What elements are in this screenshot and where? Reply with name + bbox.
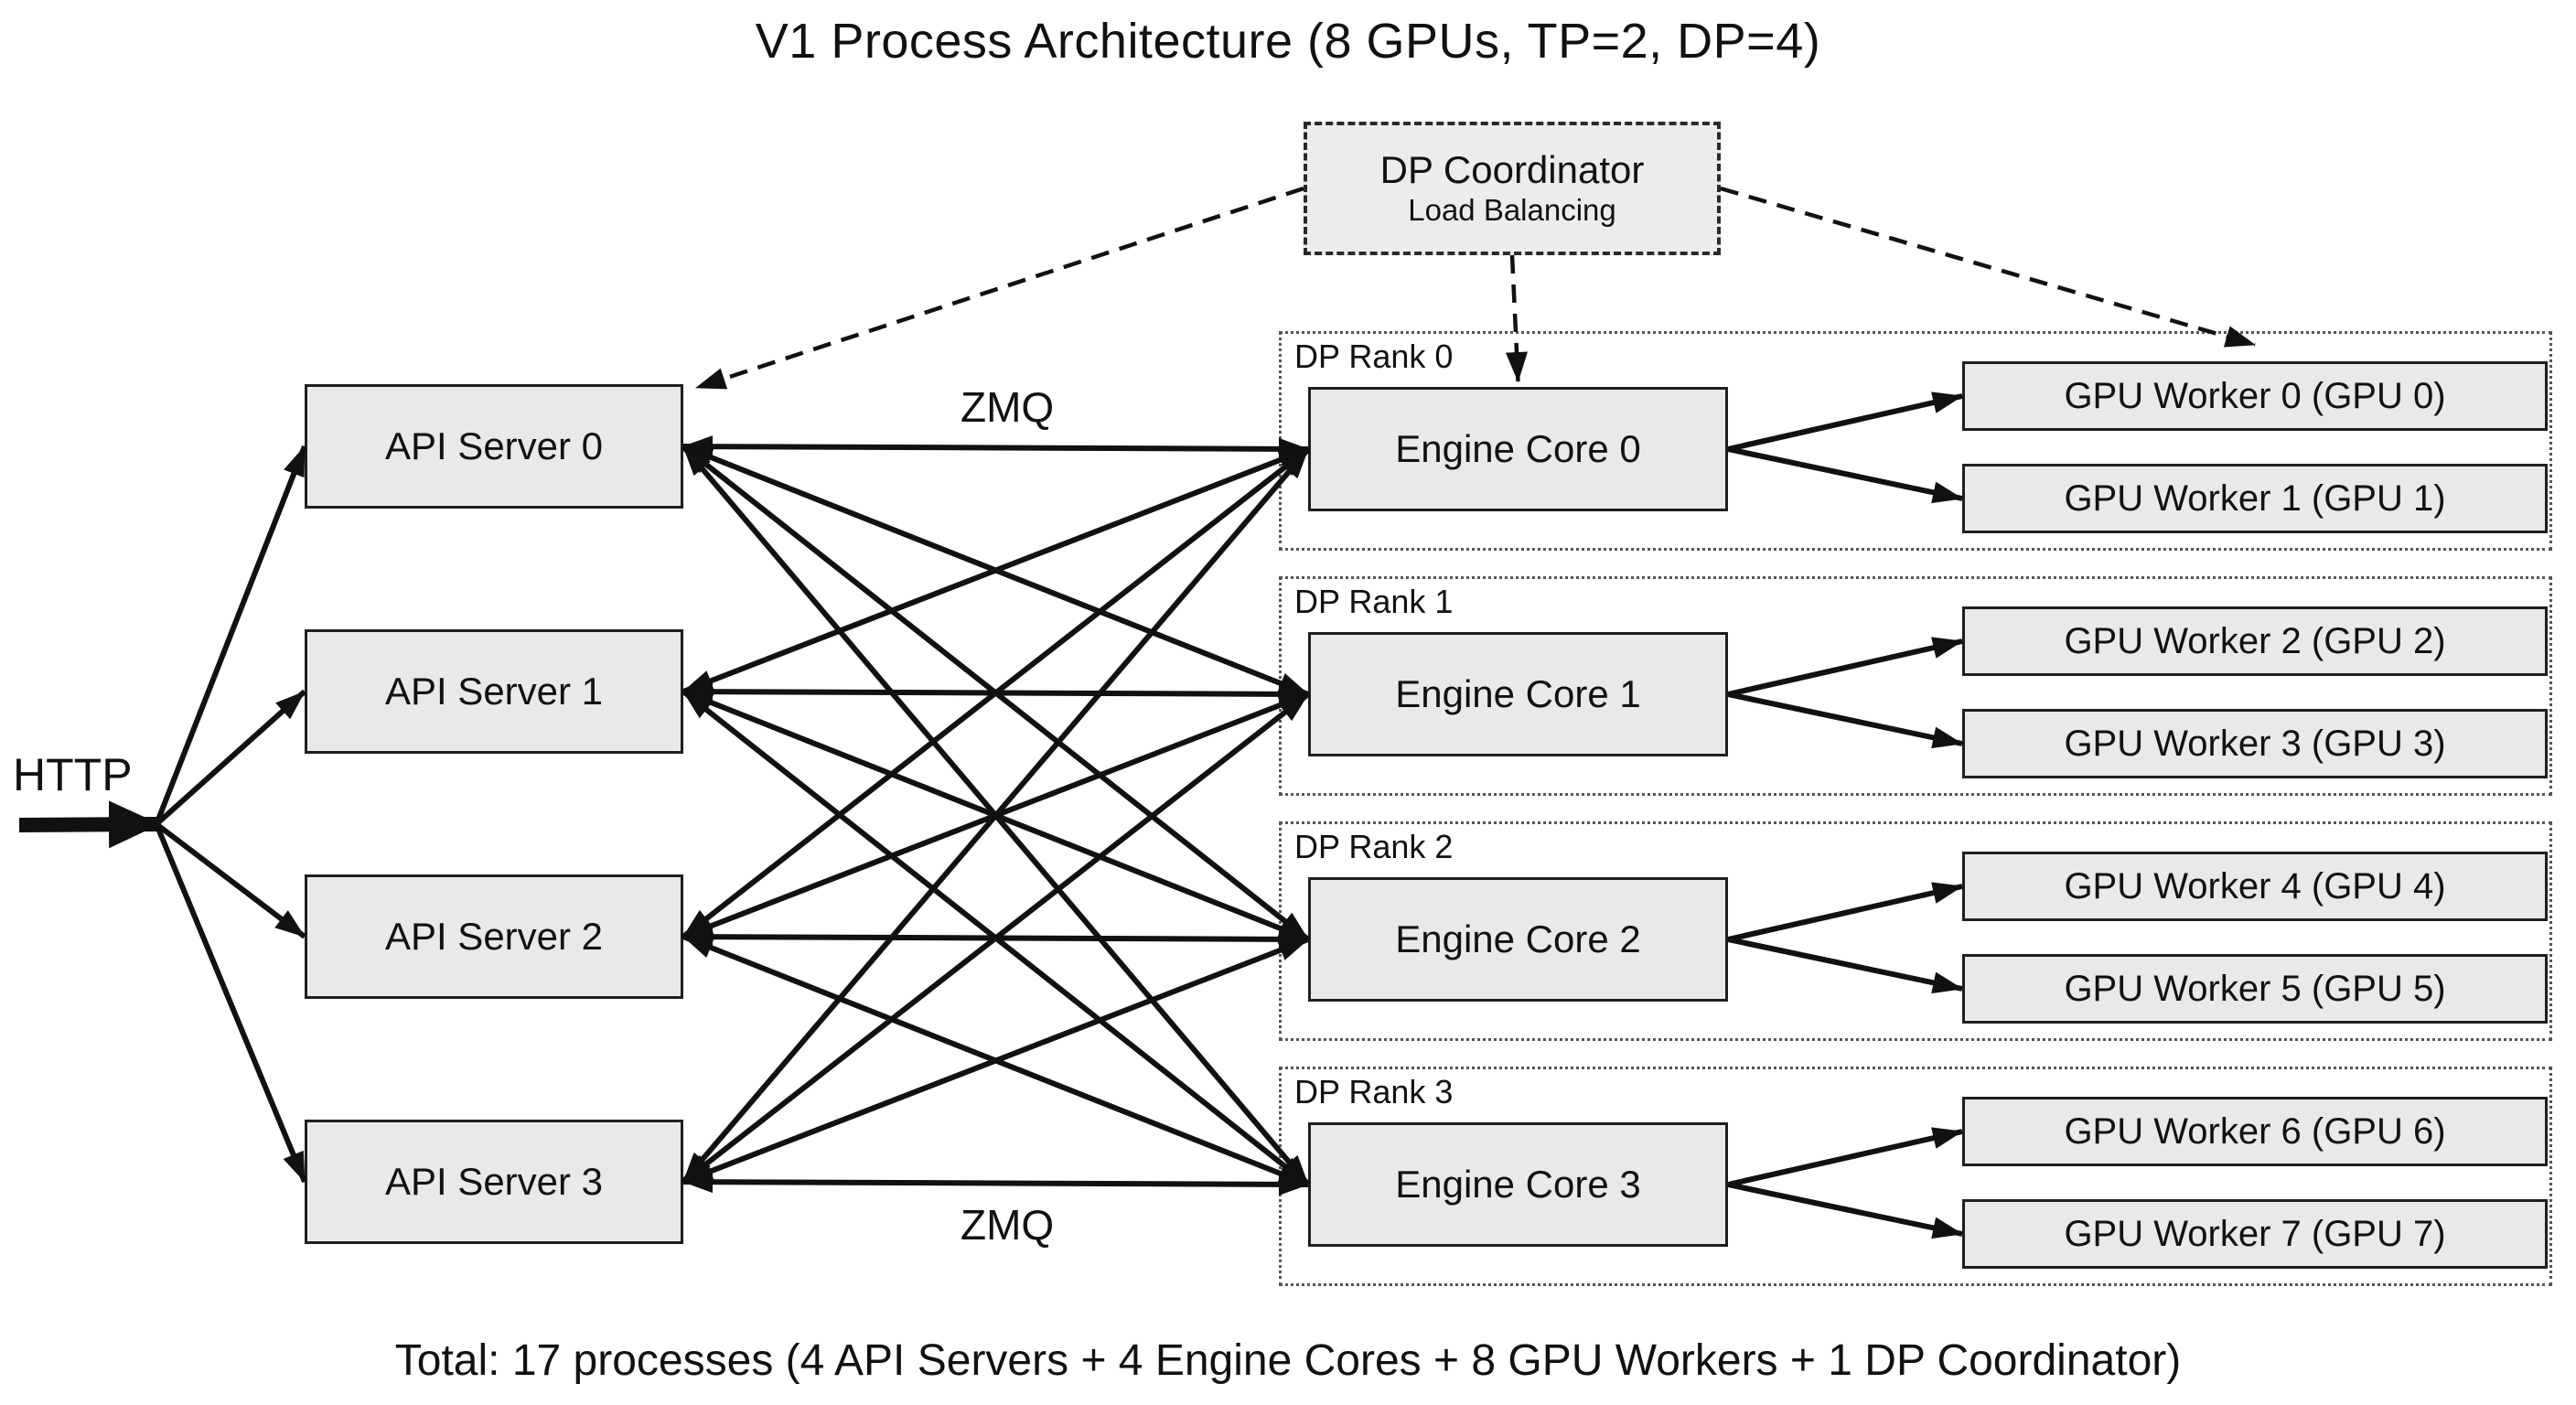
dp-rank-3-container: DP Rank 3 Engine Core 3 GPU Worker 6 (GP… (1279, 1067, 2552, 1286)
http-arrow-start (18, 824, 20, 826)
edge-arrow-line (154, 689, 307, 827)
edge-double-line (682, 934, 1310, 1187)
gpu-worker-1-box: GPU Worker 1 (GPU 1) (1962, 464, 2548, 533)
gpu-worker-5-box: GPU Worker 5 (GPU 5) (1962, 954, 2548, 1024)
dp-rank-1-container: DP Rank 1 Engine Core 1 GPU Worker 2 (GP… (1279, 576, 2552, 796)
engine-core-1-box: Engine Core 1 (1308, 632, 1728, 756)
gpu-worker-0-box: GPU Worker 0 (GPU 0) (1962, 361, 2548, 431)
dp-rank-2-container: DP Rank 2 Engine Core 2 GPU Worker 4 (GP… (1279, 821, 2552, 1041)
edge-double-line (682, 435, 1309, 460)
edge-double-line (682, 692, 1310, 1185)
edge-double-line (681, 445, 1311, 1186)
dp-coordinator-box: DP Coordinator Load Balancing (1304, 122, 1721, 255)
edge-double-line (682, 926, 1309, 950)
edge-double-line (682, 444, 1310, 697)
edge-arrow-line (154, 445, 307, 826)
edge-thick-line (18, 800, 160, 849)
edge-double-line (682, 444, 1310, 942)
gpu-worker-6-box: GPU Worker 6 (GPU 6) (1962, 1097, 2548, 1166)
edge-double-line (682, 446, 1310, 694)
gpu-worker-4-box: GPU Worker 4 (GPU 4) (1962, 852, 2548, 921)
edge-double-line (682, 692, 1310, 939)
engine-core-3-box: Engine Core 3 (1308, 1122, 1728, 1247)
gpu-worker-7-box: GPU Worker 7 (GPU 7) (1962, 1199, 2548, 1269)
api-server-2-box: API Server 2 (305, 874, 683, 999)
http-arrow-junction (156, 823, 157, 825)
gpu-worker-3-box: GPU Worker 3 (GPU 3) (1962, 709, 2548, 778)
dp-rank-2-label: DP Rank 2 (1294, 828, 1454, 865)
dp-rank-0-label: DP Rank 0 (1294, 338, 1454, 375)
edge-double-line (681, 447, 1311, 1184)
edge-double-line (682, 681, 1309, 705)
edge-double-line (682, 937, 1310, 1185)
dp-rank-1-label: DP Rank 1 (1294, 583, 1454, 620)
edge-double-line (682, 1171, 1309, 1196)
api-server-1-box: API Server 1 (305, 629, 683, 754)
engine-core-2-box: Engine Core 2 (1308, 877, 1728, 1002)
dp-rank-0-container: DP Rank 0 Engine Core 0 GPU Worker 0 (GP… (1279, 331, 2552, 551)
engine-core-0-box: Engine Core 0 (1308, 387, 1728, 511)
edge-arrow-line (155, 821, 306, 939)
edge-arrow-line (154, 822, 307, 1184)
http-label: HTTP (13, 749, 133, 800)
dp-coordinator-subtitle: Load Balancing (1408, 193, 1616, 228)
zmq-label-top: ZMQ (961, 383, 1055, 431)
diagram-title: V1 Process Architecture (8 GPUs, TP=2, D… (755, 14, 1821, 69)
zmq-label-bottom: ZMQ (961, 1201, 1055, 1249)
dp-coordinator-title: DP Coordinator (1379, 148, 1645, 192)
api-server-3-box: API Server 3 (305, 1120, 683, 1244)
edge-dashed-line (1720, 186, 2256, 348)
edge-dashed-line (695, 186, 1304, 391)
gpu-worker-2-box: GPU Worker 2 (GPU 2) (1962, 606, 2548, 676)
edge-double-line (682, 689, 1310, 1187)
dp-rank-3-label: DP Rank 3 (1294, 1073, 1454, 1110)
edge-double-line (682, 446, 1310, 939)
total-processes-caption: Total: 17 processes (4 API Servers + 4 E… (394, 1336, 2182, 1385)
api-server-0-box: API Server 0 (305, 384, 683, 509)
edge-double-line (682, 689, 1310, 942)
